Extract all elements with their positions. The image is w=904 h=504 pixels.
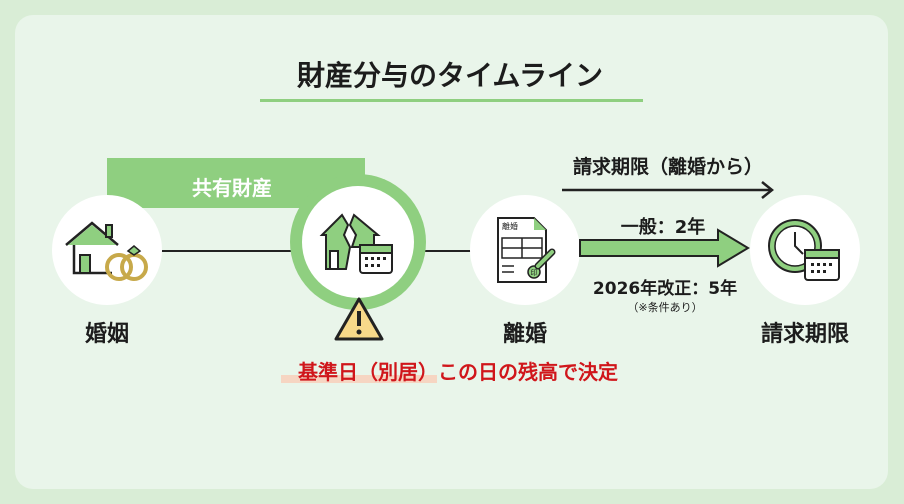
revised-note: （※条件あり） [627,301,703,314]
clock-calendar-icon [768,219,840,281]
separation-node [290,174,426,310]
node-label-divorce: 離婚 [502,322,548,347]
broken-house-calendar-icon [319,213,393,274]
deadline-node [750,195,860,305]
marriage-node [52,195,162,305]
node-label-marriage: 婚姻 [84,322,130,347]
reference-date-highlight: 基準日（別居） [298,360,438,384]
stamp-text: 印 [531,269,538,277]
highlight-bar [281,375,437,383]
reference-date-rest: この日の残高で決定 [438,360,618,384]
title-underline [260,99,643,102]
warning-icon [334,297,384,341]
claim-period-arrow [562,181,775,199]
page-title: 財産分与のタイムライン [296,59,604,92]
shared-property-label: 共有財産 [192,176,272,200]
claim-period-header: 請求期限（離婚から） [572,156,764,178]
node-label-deadline: 請求期限 [760,322,850,347]
revised-period: 2026年改正：5年 [592,279,738,299]
divorce-document-icon: 離婚 印 [497,217,556,283]
divorce-node: 離婚 印 [470,195,580,305]
reference-date-note: 基準日（別居）この日の残高で決定 [298,356,618,385]
period-thick-arrow [579,228,750,268]
general-period: 一般：2年 [620,217,706,238]
house-rings-icon [65,221,148,281]
document-text: 離婚 [502,221,518,231]
